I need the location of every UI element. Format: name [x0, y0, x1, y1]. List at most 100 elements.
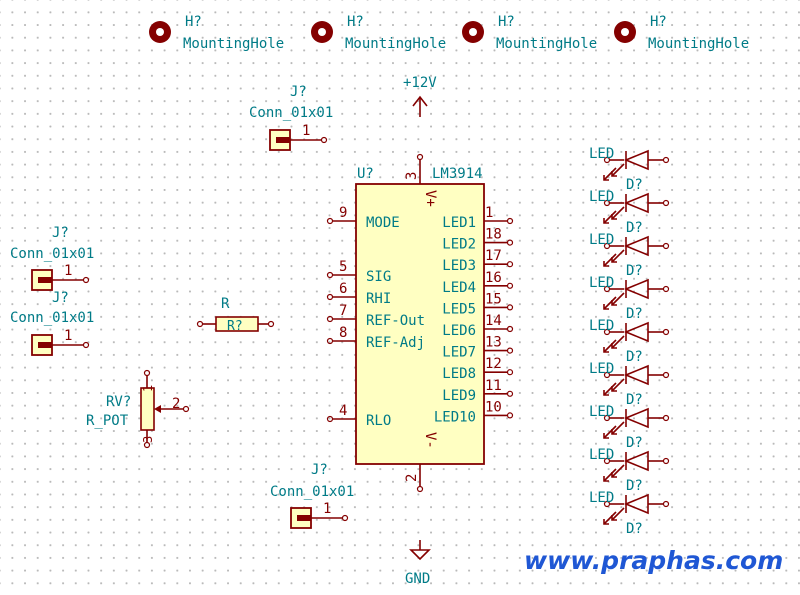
- ic-pin-number: 13: [485, 335, 502, 351]
- ic-pin-name: LED1: [442, 215, 476, 231]
- power-gnd-symbol[interactable]: GND: [405, 540, 431, 587]
- led-value: LED: [589, 447, 614, 463]
- connector-ref: J?: [52, 225, 69, 241]
- connector-contact: [38, 342, 52, 348]
- connector[interactable]: 1J?Conn_01x01: [249, 84, 333, 151]
- potentiometer-pin-top: 1: [141, 385, 155, 392]
- connector-contact: [38, 277, 52, 283]
- mounting-hole-drill: [621, 28, 629, 36]
- led-ref: D?: [626, 478, 643, 494]
- led[interactable]: LED D?: [589, 447, 670, 494]
- resistor-ref: R?: [227, 319, 243, 334]
- led-value: LED: [589, 361, 614, 377]
- ic-pin-name: RHI: [366, 291, 391, 307]
- connector-value: Conn_01x01: [10, 310, 94, 326]
- mounting-hole-ref: H?: [498, 14, 515, 30]
- potentiometer[interactable]: 2 1 3 RV? R_POT: [86, 369, 190, 449]
- led-value: LED: [589, 490, 614, 506]
- power-gnd-label: GND: [405, 571, 430, 587]
- led-ref: D?: [626, 220, 643, 236]
- power-vcc-symbol[interactable]: +12V: [403, 75, 437, 117]
- connector[interactable]: 1J?Conn_01x01: [10, 290, 94, 356]
- ic-pin-name: LED9: [442, 388, 476, 404]
- power-vcc-label: +12V: [403, 75, 437, 91]
- connector[interactable]: 1J?Conn_01x01: [10, 225, 94, 291]
- led-value: LED: [589, 146, 614, 162]
- connector[interactable]: 1J?Conn_01x01: [270, 462, 354, 529]
- connector-contact: [297, 515, 311, 521]
- resistor[interactable]: R R?: [196, 296, 275, 334]
- potentiometer-ref: RV?: [106, 394, 131, 410]
- ic-vminus-pin-number: 2: [404, 474, 420, 482]
- led[interactable]: LED D?: [589, 189, 670, 236]
- ic-pin-name: LED3: [442, 258, 476, 274]
- ic-pin-number: 18: [485, 227, 502, 243]
- ic-vminus-pin-name: V-: [422, 432, 438, 449]
- led-ref: D?: [626, 263, 643, 279]
- mounting-hole-drill: [318, 28, 326, 36]
- connector-pin-number: 1: [302, 123, 310, 139]
- ic-pin-number: 5: [339, 259, 347, 275]
- led-ref: D?: [626, 392, 643, 408]
- led[interactable]: LED D?: [589, 146, 670, 193]
- mounting-hole-value: MountingHole: [648, 36, 749, 52]
- led-value: LED: [589, 232, 614, 248]
- ic-pin-number: 1: [485, 205, 493, 221]
- ic-pin-number: 7: [339, 303, 347, 319]
- ic-pin-number: 6: [339, 281, 347, 297]
- mounting-hole[interactable]: H? MountingHole: [614, 14, 749, 52]
- led[interactable]: LED D?: [589, 361, 670, 408]
- led[interactable]: LED D?: [589, 232, 670, 279]
- mounting-hole[interactable]: H?MountingHole: [462, 14, 597, 52]
- connector-value: Conn_01x01: [10, 246, 94, 262]
- ic-pin-number: 12: [485, 356, 502, 372]
- connector-ref: J?: [311, 462, 328, 478]
- potentiometer-pin-wiper: 2: [172, 396, 180, 412]
- mounting-hole[interactable]: H?MountingHole: [149, 14, 284, 52]
- mounting-hole[interactable]: H?MountingHole: [311, 14, 446, 52]
- led-ref: D?: [626, 521, 643, 537]
- led-ref: D?: [626, 177, 643, 193]
- connector-pin-number: 1: [64, 328, 72, 344]
- ic-pin-number: 9: [339, 205, 347, 221]
- ic-pin-number: 11: [485, 378, 502, 394]
- ic-ref: U?: [357, 166, 374, 182]
- ic-pin-number: 14: [485, 313, 502, 329]
- ic-pin-name: LED10: [434, 409, 476, 425]
- ic-pin-name: REF-Out: [366, 313, 425, 329]
- ic-pin-number: 8: [339, 325, 347, 341]
- ic-pin-name: LED4: [442, 280, 476, 296]
- mounting-hole-ref: H?: [650, 14, 667, 30]
- ic-lm3914[interactable]: U? LM3914 3 V+ 2 V- 9MODE5SIG6RHI7REF-Ou…: [326, 153, 514, 493]
- watermark: www.praphas.com: [524, 546, 783, 575]
- ic-pin-name: LED7: [442, 345, 476, 361]
- potentiometer-value: R_POT: [86, 413, 129, 429]
- connector-value: Conn_01x01: [270, 484, 354, 500]
- mounting-hole-value: MountingHole: [183, 36, 284, 52]
- connector-value: Conn_01x01: [249, 105, 333, 121]
- led-value: LED: [589, 189, 614, 205]
- ic-pin-name: REF-Adj: [366, 335, 425, 351]
- ic-pin-name: MODE: [366, 215, 400, 231]
- led[interactable]: LED D?: [589, 490, 670, 537]
- ic-vplus-pin-name: V+: [422, 190, 438, 207]
